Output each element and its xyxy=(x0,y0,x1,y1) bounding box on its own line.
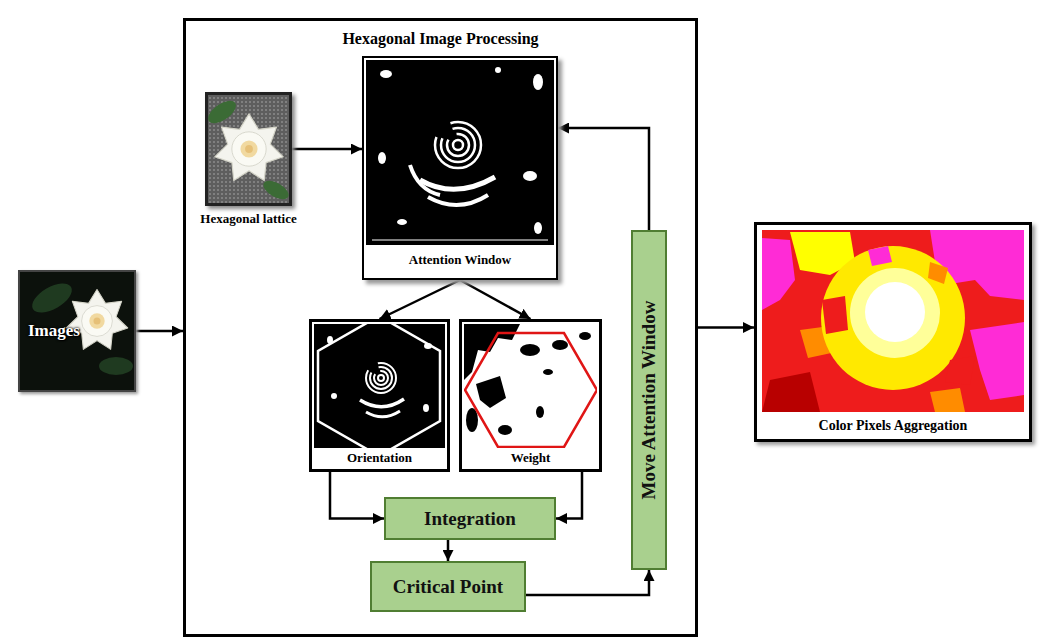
attention-photo-part xyxy=(366,60,554,245)
input-box: Images xyxy=(18,270,136,392)
orientation-photo-part-part xyxy=(318,324,440,448)
connector-arrow xyxy=(698,326,754,329)
attention-photo-part-part xyxy=(420,177,495,189)
attention-photo-part xyxy=(372,240,548,241)
orientation-photo-part-part-part xyxy=(331,393,337,399)
attention-photo-part-part xyxy=(435,122,481,168)
attention-photo-part-part xyxy=(397,219,407,225)
aggregation-photo-part-part xyxy=(865,282,925,342)
lattice-photo-part xyxy=(215,114,283,181)
weight-photo xyxy=(464,324,597,448)
orientation-photo-part-part xyxy=(360,363,404,417)
input-photo-part xyxy=(66,290,127,350)
orientation-photo-part-part-part xyxy=(360,399,404,407)
weight-photo-part-part xyxy=(579,332,591,340)
attention-photo-part-part xyxy=(378,152,386,164)
orientation-photo-part-part-part xyxy=(378,375,384,381)
orientation-photo-part-part-part xyxy=(423,404,429,412)
attention-photo-part-part xyxy=(495,67,501,73)
aggregation-photo-part-part xyxy=(762,238,795,310)
weight-photo-part-part xyxy=(543,369,553,375)
orientation-photo-part-part-part xyxy=(370,367,392,389)
aggregation-photo-part-part xyxy=(762,372,820,412)
process-label: Move Attention Window xyxy=(638,301,660,500)
lattice-photo-part xyxy=(204,96,239,127)
process-label: Integration xyxy=(424,508,516,530)
input-photo-part xyxy=(20,272,134,390)
aggregation-photo-part-part xyxy=(850,268,940,358)
connector-arrow xyxy=(292,148,362,151)
attention-photo-part-part xyxy=(447,134,469,156)
vertical-process-box: Move Attention Window xyxy=(631,230,667,570)
connector-arrow xyxy=(460,280,531,319)
connector-arrow xyxy=(526,570,649,595)
orientation-photo-part-part-part xyxy=(366,411,400,417)
weight-photo-part-part xyxy=(536,406,544,418)
connector-arrow xyxy=(447,540,450,561)
orientation-photo-part-part xyxy=(327,336,432,412)
connector-arrow xyxy=(556,472,582,519)
weight-photo-part-part xyxy=(476,376,506,408)
connector-arrow xyxy=(558,128,649,230)
input-photo-part xyxy=(99,357,133,375)
aggregation-photo-part-part xyxy=(930,388,965,412)
box-caption: Orientation xyxy=(347,450,412,466)
orientation-photo xyxy=(314,316,445,456)
attention-photo-part-part xyxy=(380,70,392,78)
lattice-frame: Hexagonal lattice xyxy=(205,92,292,206)
process-box: Integration xyxy=(384,497,556,540)
attention-photo-part-part xyxy=(410,165,440,195)
box-caption: Hexagonal lattice xyxy=(200,211,296,227)
step-frame: Weight xyxy=(459,319,602,472)
container-box: Hexagonal Image ProcessingHexagonal latt… xyxy=(183,18,698,637)
orientation-photo-part-part-part xyxy=(374,371,388,385)
input-photo-part xyxy=(27,277,76,318)
attention-photo-part xyxy=(378,67,543,234)
aggregation-photo-part-part xyxy=(822,296,848,334)
input-photo xyxy=(20,272,134,390)
attention-photo-part-part xyxy=(441,128,475,162)
weight-photo-part xyxy=(464,324,597,448)
connector-arrow xyxy=(380,280,461,319)
aggregation-photo-part-part xyxy=(868,246,892,266)
attention-photo-part-part xyxy=(428,195,488,205)
container-heading: Hexagonal Image Processing xyxy=(342,30,538,48)
orientation-photo-part xyxy=(318,324,440,448)
box-caption: Attention Window xyxy=(409,252,511,268)
aggregation-photo-part-part xyxy=(821,246,965,390)
attention-photo-part-part xyxy=(533,74,543,90)
window-frame: Attention Window xyxy=(362,56,558,280)
connector-arrow xyxy=(136,330,183,333)
weight-photo-part-part xyxy=(552,340,568,350)
attention-photo xyxy=(366,60,554,245)
output-frame: Color Pixels Aggregation xyxy=(754,222,1032,442)
weight-photo-part-part xyxy=(520,344,540,356)
aggregation-photo-part xyxy=(762,230,1024,412)
weight-photo-part-part xyxy=(498,425,512,435)
box-caption: Color Pixels Aggregation xyxy=(819,418,968,434)
orientation-photo-part-part-part xyxy=(424,343,432,349)
attention-photo-part-part xyxy=(523,171,537,181)
aggregation-photo-part xyxy=(762,230,1024,412)
aggregation-photo-part-part xyxy=(970,322,1024,400)
step-frame: Orientation xyxy=(309,319,450,472)
weight-photo-part xyxy=(464,324,597,447)
box-caption: Weight xyxy=(511,450,551,466)
aggregation-photo xyxy=(762,230,1024,412)
attention-photo-part-part xyxy=(453,140,463,150)
orientation-photo-part-part-part xyxy=(327,336,333,344)
aggregation-photo-part-part xyxy=(928,262,948,284)
process-label: Critical Point xyxy=(393,576,503,598)
orientation-photo-part-part-part xyxy=(366,363,396,393)
attention-photo-part-part xyxy=(534,222,542,234)
attention-photo-part xyxy=(410,122,495,205)
box-caption: Images xyxy=(28,321,80,341)
process-box: Critical Point xyxy=(370,561,526,612)
lattice-photo-part xyxy=(260,177,291,203)
connector-arrow xyxy=(330,472,384,519)
aggregation-photo-part-part xyxy=(945,356,975,385)
weight-photo-part-part xyxy=(465,333,597,447)
lattice-photo xyxy=(204,94,291,204)
